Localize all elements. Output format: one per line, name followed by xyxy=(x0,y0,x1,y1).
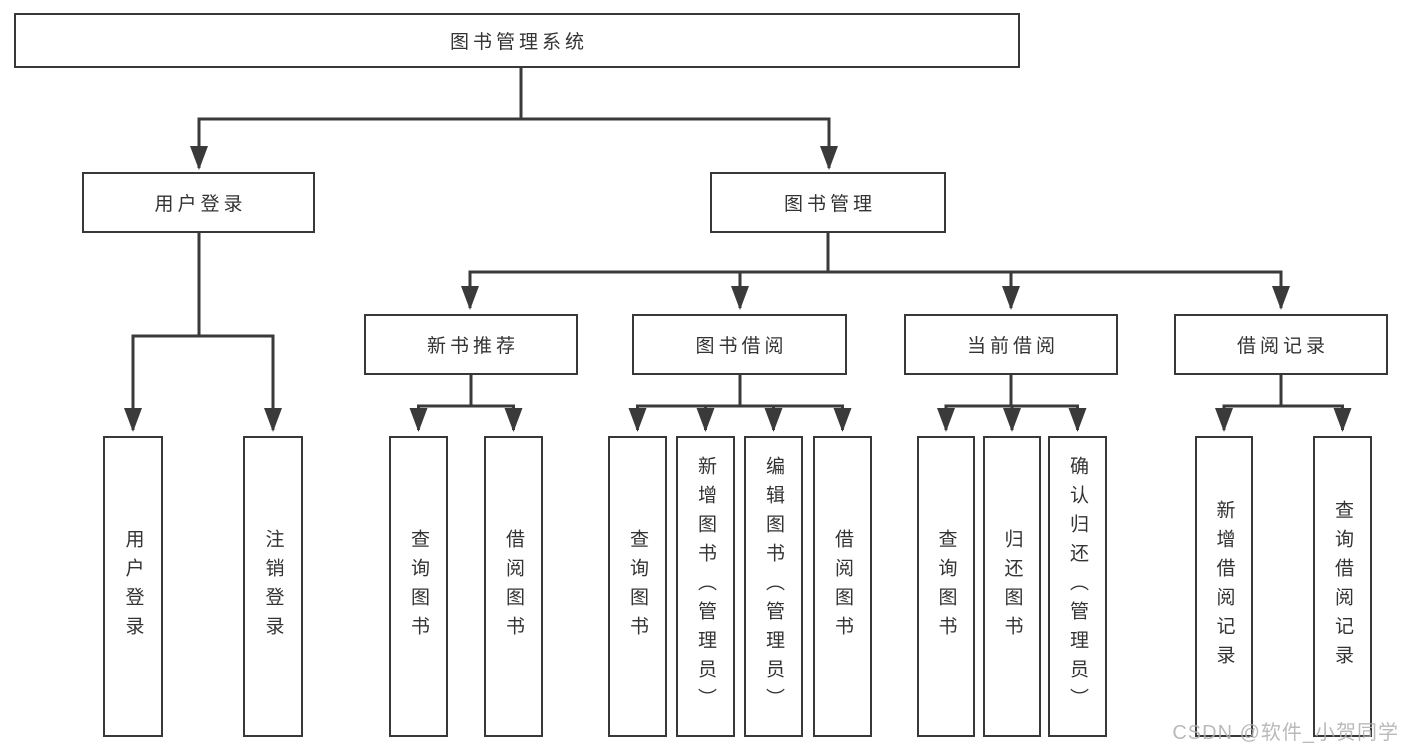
leaf-query-books-borrowing: 查询图书 xyxy=(608,436,667,737)
connector-new-books-bar xyxy=(417,375,515,408)
node-user-login: 用户登录 xyxy=(82,172,315,233)
leaf-borrow-books-borrowing: 借阅图书 xyxy=(813,436,872,737)
connector-book-mgmt-bar xyxy=(468,233,1283,274)
leaf-label: 查询图书 xyxy=(408,528,429,645)
node-new-book-recommend: 新书推荐 xyxy=(364,314,578,375)
node-label: 图书借阅 xyxy=(695,336,788,357)
leaf-label: 借阅图书 xyxy=(503,528,524,645)
leaf-logout: 注销登录 xyxy=(243,436,303,737)
connector-book-borrow-bar xyxy=(636,375,844,408)
node-label: 当前借阅 xyxy=(966,336,1059,357)
node-label: 图书管理 xyxy=(783,194,876,215)
node-book-management: 图书管理 xyxy=(710,172,946,233)
leaf-edit-books-admin: 编辑图书（管理员） xyxy=(744,436,803,737)
leaf-label: 归还图书 xyxy=(1001,528,1023,645)
leaf-label: 新增图书（管理员） xyxy=(695,456,716,717)
leaf-label: 查询图书 xyxy=(627,528,648,645)
leaf-label: 新增借阅记录 xyxy=(1213,499,1235,674)
leaf-add-books-admin: 新增图书（管理员） xyxy=(676,436,735,737)
leaf-query-books-recommend: 查询图书 xyxy=(389,436,448,737)
leaf-borrow-books-recommend: 借阅图书 xyxy=(484,436,543,737)
connector-current-borrow-bar xyxy=(944,375,1079,408)
leaf-label: 查询借阅记录 xyxy=(1332,499,1353,674)
connector-root-bar xyxy=(197,68,831,121)
leaf-label: 查询图书 xyxy=(935,528,957,645)
node-library-management-system: 图书管理系统 xyxy=(14,13,1020,68)
node-borrowing-records: 借阅记录 xyxy=(1174,314,1388,375)
node-book-borrowing: 图书借阅 xyxy=(632,314,847,375)
csdn-watermark: CSDN @软件_小贺同学 xyxy=(1172,722,1399,744)
leaf-return-books: 归还图书 xyxy=(983,436,1041,737)
node-label: 用户登录 xyxy=(154,194,247,215)
leaf-label: 编辑图书（管理员） xyxy=(763,456,784,717)
node-label: 图书管理系统 xyxy=(449,32,588,53)
leaf-user-login: 用户登录 xyxy=(103,436,163,737)
leaf-label: 用户登录 xyxy=(122,528,144,645)
leaf-query-books-current: 查询图书 xyxy=(917,436,975,737)
connector-borrow-records-bar xyxy=(1222,375,1344,408)
leaf-label: 确认归还（管理员） xyxy=(1067,456,1088,717)
leaf-add-borrow-record: 新增借阅记录 xyxy=(1195,436,1253,737)
connector-user-login-bar xyxy=(131,233,275,338)
leaf-label: 借阅图书 xyxy=(832,528,853,645)
node-label: 新书推荐 xyxy=(426,336,519,357)
node-label: 借阅记录 xyxy=(1236,336,1329,357)
leaf-query-borrow-record: 查询借阅记录 xyxy=(1313,436,1372,737)
leaf-confirm-return-admin: 确认归还（管理员） xyxy=(1048,436,1107,737)
leaf-label: 注销登录 xyxy=(262,528,284,645)
node-current-borrowing: 当前借阅 xyxy=(904,314,1118,375)
